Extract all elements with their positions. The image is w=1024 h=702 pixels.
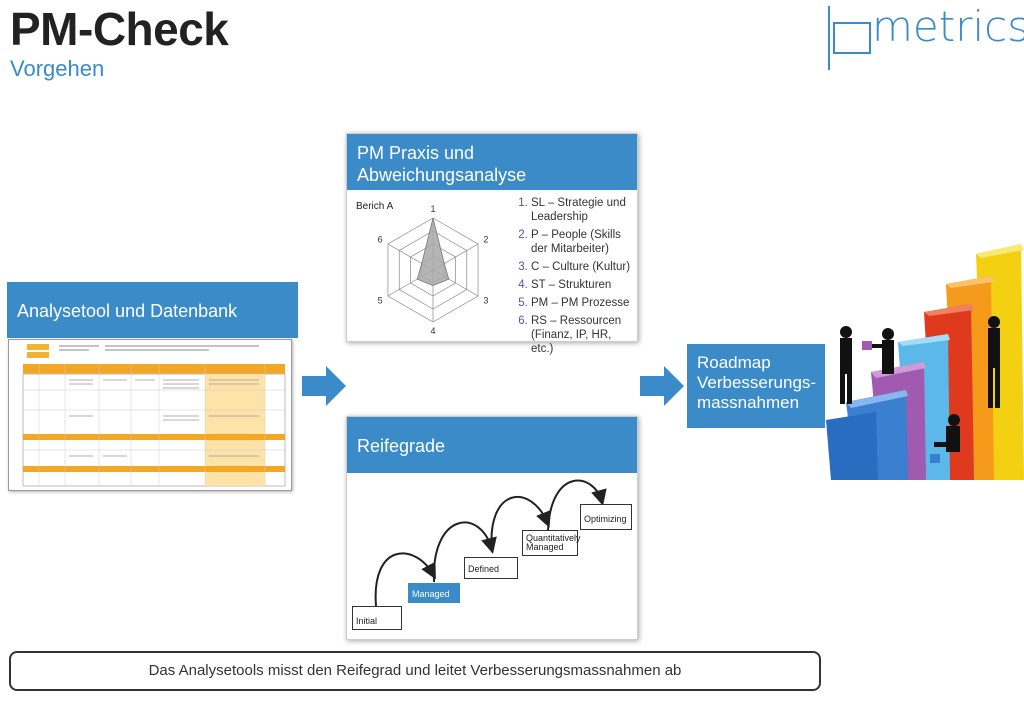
maturity-step-defined: Defined <box>464 557 518 579</box>
reifegrade-heading: Reifegrade <box>347 417 637 473</box>
arrow-right-icon <box>640 366 684 406</box>
spreadsheet-thumbnail <box>8 339 292 491</box>
maturity-step-managed: Managed <box>408 583 460 603</box>
maturity-step-quantitatively-managed: Quantitatively Managed <box>522 530 581 556</box>
logo-text: metrics <box>872 2 1024 51</box>
radar-legend-item: C – Culture (Kultur) <box>531 260 635 274</box>
roadmap-box: Roadmap Verbesserungs-massnahmen <box>687 344 825 428</box>
radar-axis-label: 3 <box>483 296 488 306</box>
spreadsheet-image <box>22 344 286 487</box>
radar-axis-label: 1 <box>430 204 435 214</box>
radar-chart: 1 2 3 4 5 6 <box>378 204 489 336</box>
pm-praxis-heading: PM Praxis und Abweichungsanalyse <box>347 134 637 190</box>
radar-legend-item: ST – Strukturen <box>531 278 635 292</box>
radar-axis-label: 2 <box>483 235 488 245</box>
maturity-step-optimizing: Optimizing <box>580 504 632 530</box>
radar-legend-item: SL – Strategie und Leadership <box>531 196 635 224</box>
logo-bar <box>828 6 830 70</box>
team-building-blocks-image <box>826 244 1024 480</box>
page-subtitle: Vorgehen <box>10 56 105 81</box>
radar-axis-label: 5 <box>378 296 383 306</box>
maturity-step-initial: Initial <box>352 606 402 630</box>
radar-legend-item: P – People (Skills der Mitarbeiter) <box>531 228 635 256</box>
logo-mark <box>833 22 871 54</box>
radar-data-area <box>416 217 450 287</box>
radar-legend-item: PM – PM Prozesse <box>531 296 635 310</box>
page-title: PM-Check <box>10 3 229 55</box>
analysetool-heading: Analysetool und Datenbank <box>7 282 298 338</box>
radar-legend: SL – Strategie und Leadership P – People … <box>515 196 635 360</box>
radar-label: Berich A <box>356 201 394 212</box>
footer-summary: Das Analysetools misst den Reifegrad und… <box>9 651 821 691</box>
pm-praxis-panel: PM Praxis und Abweichungsanalyse <box>346 133 638 342</box>
radar-legend-item: RS – Ressourcen (Finanz, IP, HR, etc.) <box>531 314 635 356</box>
maturity-arcs <box>374 479 607 607</box>
radar-axis-label: 6 <box>378 235 383 245</box>
arrow-right-icon <box>302 366 346 406</box>
radar-axis-label: 4 <box>430 326 435 336</box>
